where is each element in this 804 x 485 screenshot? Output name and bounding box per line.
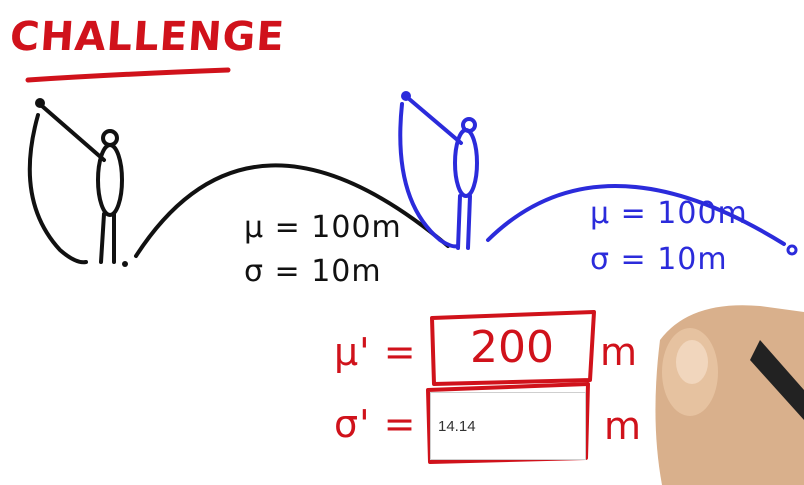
sigma-prime-unit: m bbox=[604, 404, 643, 448]
left-throw-arc bbox=[134, 163, 450, 258]
left-sigma-label: σ = 10m bbox=[244, 254, 382, 289]
right-mu-label: μ = 100m bbox=[590, 196, 748, 231]
mu-prime-value: 200 bbox=[470, 322, 554, 373]
sigma-prime-box bbox=[426, 382, 590, 464]
left-landing-dot bbox=[122, 261, 128, 267]
challenge-title: CHALLENGE bbox=[8, 14, 287, 60]
right-landing-dot bbox=[786, 244, 798, 256]
sigma-prime-label: σ' = bbox=[334, 402, 417, 446]
right-throw-arc bbox=[486, 184, 786, 246]
right-ball bbox=[401, 91, 411, 101]
left-ball bbox=[35, 98, 45, 108]
right-sigma-label: σ = 10m bbox=[590, 242, 728, 277]
left-mu-label: μ = 100m bbox=[244, 210, 402, 245]
mu-prime-box bbox=[430, 310, 596, 386]
mu-prime-label: μ' = bbox=[334, 330, 417, 374]
left-thrower-figure bbox=[27, 104, 124, 265]
sigma-prime-input[interactable] bbox=[430, 392, 586, 460]
right-thrower-figure bbox=[398, 96, 479, 250]
title-underline bbox=[25, 67, 231, 83]
mu-prime-unit: m bbox=[600, 330, 639, 374]
hand-with-pen bbox=[655, 305, 804, 485]
